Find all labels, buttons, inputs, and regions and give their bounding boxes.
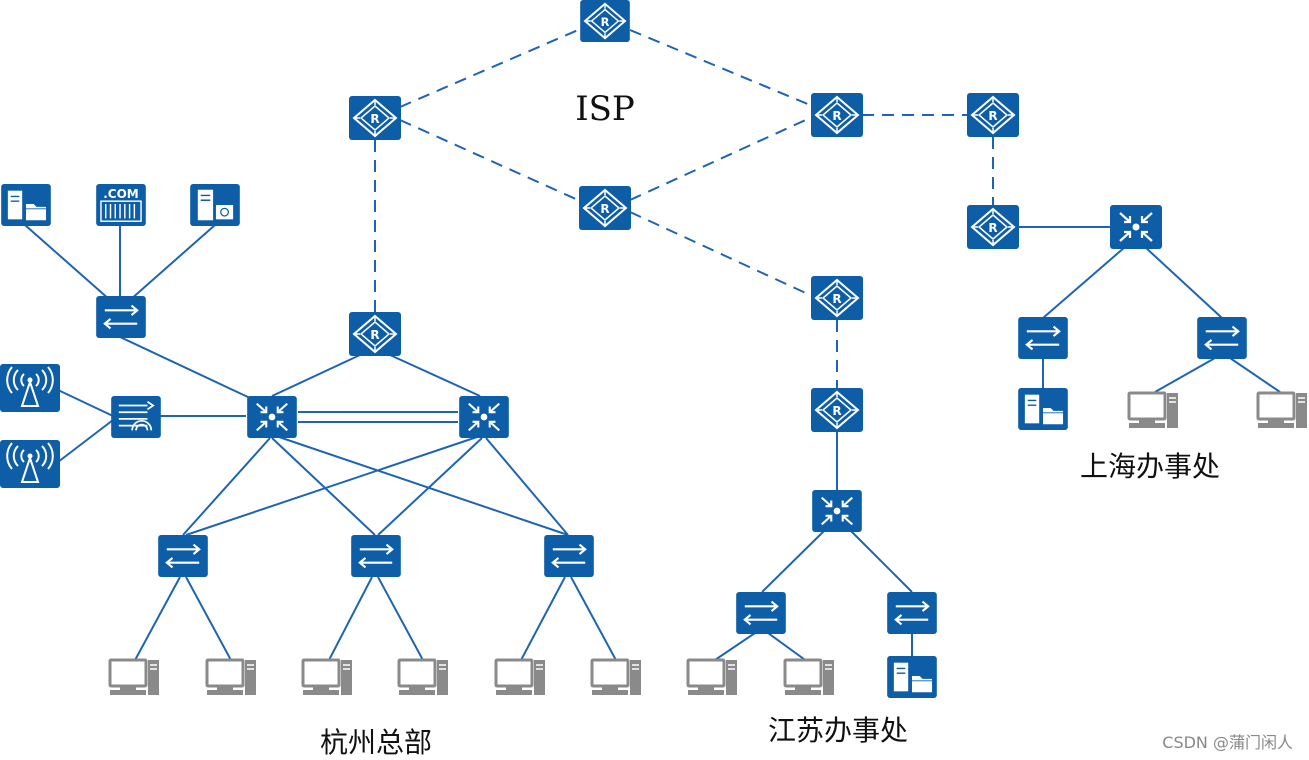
core-switch-icon[interactable] bbox=[811, 490, 863, 532]
hangzhou-hq-label: 杭州总部 bbox=[320, 726, 432, 759]
shanghai-office-label: 上海办事处 bbox=[1080, 450, 1220, 483]
link-hz-a3-pc5 bbox=[519, 576, 566, 663]
link-sh-a2-pc1 bbox=[1154, 357, 1216, 393]
router-icon[interactable] bbox=[811, 388, 863, 432]
pc-icon[interactable] bbox=[301, 658, 353, 697]
link-hz-a2-pc4 bbox=[377, 576, 425, 663]
link-sh-a2-pc2 bbox=[1229, 357, 1281, 393]
web-server[interactable]: .COM bbox=[95, 184, 147, 226]
link-hz-router-core1 bbox=[271, 354, 361, 397]
link-hz-a1-pc1 bbox=[133, 576, 181, 663]
access-switch-icon[interactable] bbox=[1196, 317, 1248, 359]
access-switch-icon[interactable] bbox=[95, 296, 147, 338]
link-r-top-r-right bbox=[629, 29, 811, 106]
link-js-a1-pc2 bbox=[767, 632, 809, 663]
pc-icon[interactable] bbox=[1127, 391, 1179, 430]
link-r-mid-js-edge bbox=[629, 211, 811, 296]
link-core1-access2 bbox=[271, 437, 376, 536]
router-icon[interactable] bbox=[811, 93, 863, 137]
dashed-links bbox=[374, 29, 994, 388]
router-icon[interactable] bbox=[349, 312, 401, 356]
link-sh-core-access1 bbox=[1042, 246, 1126, 319]
link-js-core-access2 bbox=[849, 529, 913, 593]
link-hz-a3-pc6 bbox=[570, 576, 618, 663]
file-server-icon[interactable] bbox=[886, 656, 938, 698]
link-ap2-ac bbox=[57, 419, 114, 463]
link-core2-access3 bbox=[485, 437, 569, 536]
link-hz-router-core2 bbox=[389, 354, 481, 397]
link-hz-a1-pc2 bbox=[185, 576, 233, 663]
link-ap1-ac bbox=[57, 389, 114, 417]
link-core1-access1 bbox=[182, 437, 271, 536]
pc-icon[interactable] bbox=[205, 658, 257, 697]
link-hz-a2-pc3 bbox=[327, 576, 373, 663]
pc-icon[interactable] bbox=[783, 658, 835, 697]
link-core2-access2 bbox=[377, 437, 483, 536]
isp-label: ISP bbox=[575, 89, 635, 129]
pc-icon[interactable] bbox=[1256, 391, 1308, 430]
access-switch-icon[interactable] bbox=[157, 535, 209, 577]
pc-icon[interactable] bbox=[686, 658, 738, 697]
file-server-icon[interactable] bbox=[0, 184, 52, 226]
wireless-ap-icon[interactable] bbox=[0, 440, 60, 488]
core-switch-icon[interactable] bbox=[1110, 205, 1162, 249]
web-server-badge: .COM bbox=[103, 187, 139, 201]
router-icon[interactable] bbox=[579, 186, 631, 230]
link-core1-access3 bbox=[275, 435, 569, 536]
link-sh-core-access2 bbox=[1144, 246, 1223, 319]
access-switch-icon[interactable] bbox=[886, 592, 938, 634]
link-js-core-access1 bbox=[761, 529, 826, 593]
watermark: CSDN @蒲门闲人 bbox=[1162, 733, 1293, 752]
router-icon[interactable] bbox=[967, 93, 1019, 137]
dns-server-icon[interactable] bbox=[189, 184, 241, 226]
access-switch-icon[interactable] bbox=[350, 535, 402, 577]
pc-icon[interactable] bbox=[397, 658, 449, 697]
wireless-ap-icon[interactable] bbox=[0, 364, 60, 412]
core-switch-icon[interactable] bbox=[458, 396, 510, 438]
router-icon[interactable] bbox=[349, 96, 401, 140]
access-switch-icon[interactable] bbox=[735, 592, 787, 634]
pc-icon[interactable] bbox=[590, 658, 642, 697]
link-js-a1-pc1 bbox=[711, 632, 756, 663]
jiangsu-office-label: 江苏办事处 bbox=[768, 714, 908, 747]
link-r-mid-r-right bbox=[629, 117, 811, 201]
link-file-server-switch bbox=[24, 224, 111, 301]
file-server-icon[interactable] bbox=[1017, 388, 1069, 430]
pc-icon[interactable] bbox=[108, 658, 160, 697]
pc-icon[interactable] bbox=[494, 658, 546, 697]
access-switch-icon[interactable] bbox=[1017, 317, 1069, 359]
link-r-left-r-top bbox=[399, 29, 579, 108]
router-icon[interactable] bbox=[579, 0, 631, 42]
link-dns-server-switch bbox=[129, 224, 216, 301]
solid-links bbox=[24, 224, 1281, 663]
router-icon[interactable] bbox=[811, 276, 863, 320]
wireless-controller-icon[interactable] bbox=[111, 396, 161, 438]
link-core2-access1 bbox=[185, 435, 481, 536]
core-switch-icon[interactable] bbox=[246, 396, 298, 438]
router-icon[interactable] bbox=[967, 205, 1019, 249]
link-r-left-r-mid bbox=[399, 119, 579, 201]
access-switch-icon[interactable] bbox=[543, 535, 595, 577]
link-server-switch-core1 bbox=[119, 336, 251, 399]
